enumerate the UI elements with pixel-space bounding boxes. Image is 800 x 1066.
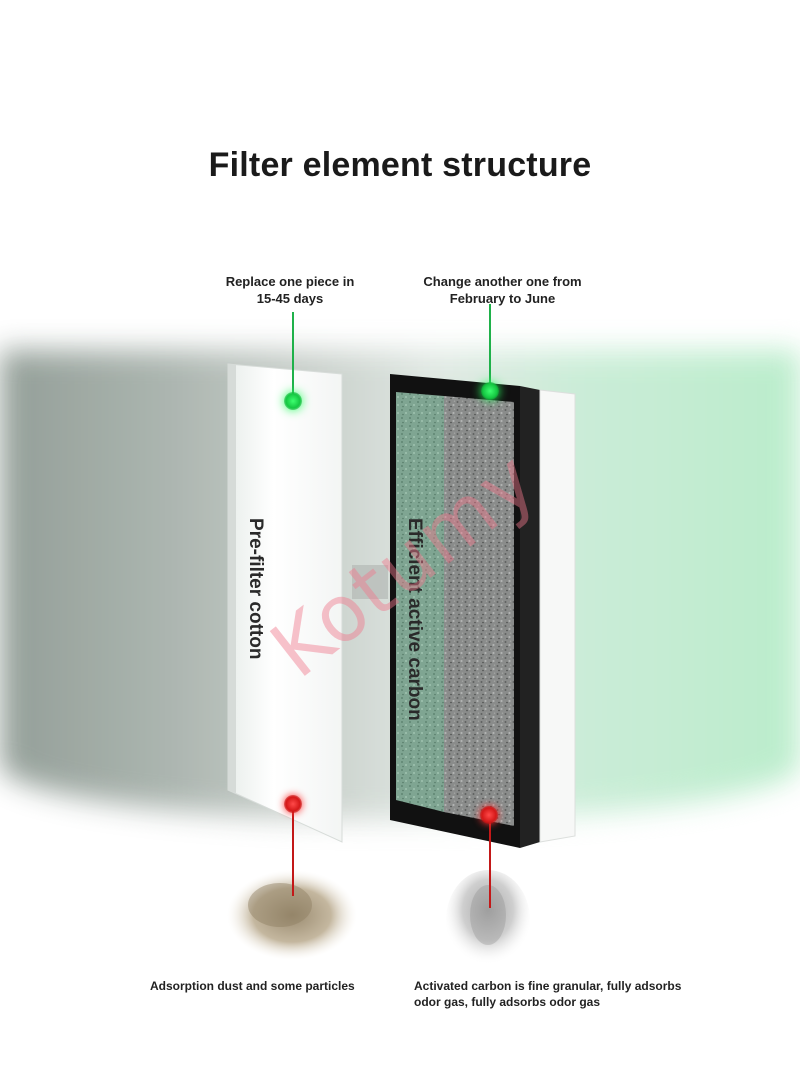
carbon-top-marker <box>481 382 499 400</box>
prefilter-cotton-label: Pre-filter cotton <box>244 518 266 659</box>
prefilter-function-note: Adsorption dust and some particles <box>150 978 435 995</box>
dust-cloud-core <box>248 883 312 927</box>
carbon-function-note: Activated carbon is fine granular, fully… <box>414 978 704 1010</box>
rear-cotton-sheet <box>540 390 575 842</box>
prefilter-bottom-leader <box>292 808 294 896</box>
prefilter-sheet-shadow <box>228 364 236 793</box>
prefilter-top-leader <box>292 312 294 398</box>
carbon-bottom-leader <box>489 820 491 908</box>
carbon-top-leader <box>489 304 491 390</box>
carbon-frame-side <box>520 386 540 848</box>
prefilter-top-marker <box>284 392 302 410</box>
carbon-particle-core <box>470 885 506 945</box>
prefilter-bottom-marker <box>284 795 302 813</box>
carbon-bottom-marker <box>480 806 498 824</box>
